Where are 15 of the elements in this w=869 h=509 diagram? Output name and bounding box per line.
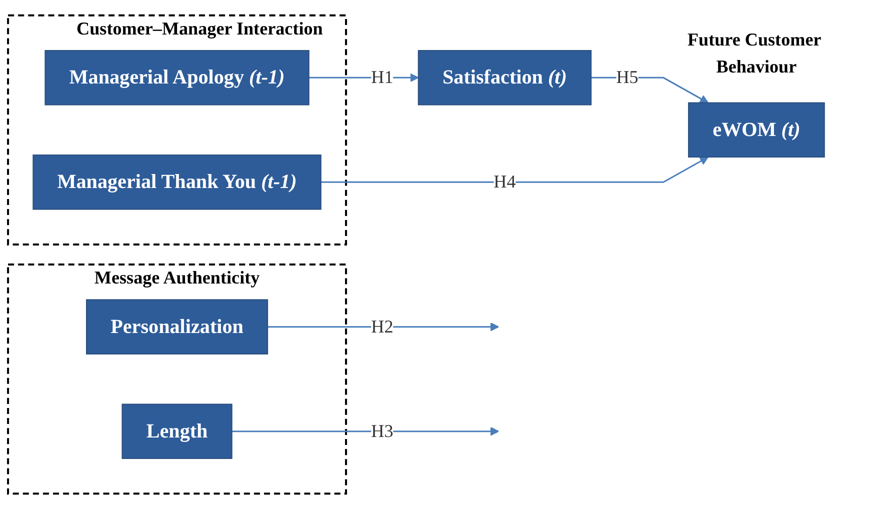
node-label: Future Customer Behaviour bbox=[687, 29, 821, 77]
arrow bbox=[268, 322, 500, 332]
edge-label: H5 bbox=[616, 67, 638, 88]
node-box: Satisfaction (t) bbox=[418, 50, 592, 106]
edge-label: H3 bbox=[371, 420, 394, 441]
node-box: eWOM (t) bbox=[688, 102, 825, 158]
arrow bbox=[232, 426, 500, 436]
arrow bbox=[320, 156, 709, 183]
node-box: Personalization bbox=[86, 299, 268, 354]
edge-label: H4 bbox=[494, 172, 516, 192]
node-box: Length bbox=[122, 404, 232, 459]
node-box: Managerial Apology (t-1) bbox=[44, 50, 310, 106]
edge-label: H1 bbox=[371, 67, 394, 88]
edge-label: H2 bbox=[371, 316, 394, 336]
node-box: Managerial Thank You (t-1) bbox=[32, 154, 322, 210]
